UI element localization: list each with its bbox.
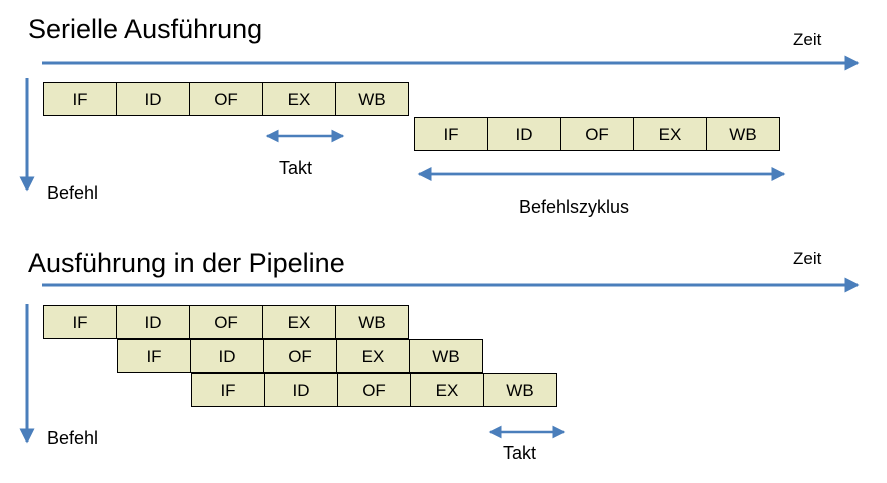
pipeline-clock-span-arrow	[488, 425, 566, 439]
stage-box: WB	[483, 373, 557, 407]
serial-instruction-axis-label: Befehl	[47, 183, 99, 203]
stage-box: EX	[262, 305, 336, 339]
stage-box: IF	[117, 339, 191, 373]
serial-section-title: Serielle Ausführung	[28, 14, 263, 44]
pipeline-instruction-row-3: IF ID OF EX WB	[191, 373, 557, 407]
serial-instruction-axis-arrow	[19, 78, 35, 192]
pipeline-instruction-row-1: IF ID OF EX WB	[43, 305, 409, 339]
stage-box: OF	[337, 373, 411, 407]
serial-clock-label: Takt	[279, 158, 313, 178]
stage-box: IF	[43, 82, 117, 116]
stage-box: ID	[487, 117, 561, 151]
stage-box: OF	[560, 117, 634, 151]
stage-box: ID	[264, 373, 338, 407]
pipeline-clock-label: Takt	[503, 443, 537, 463]
stage-box: IF	[191, 373, 265, 407]
serial-time-axis-arrow	[42, 55, 860, 71]
pipeline-section-title: Ausführung in der Pipeline	[28, 248, 345, 278]
serial-execution-section: Serielle Ausführung Zeit Befehl IF	[0, 0, 887, 240]
stage-box: EX	[336, 339, 410, 373]
serial-clock-span-arrow	[265, 129, 345, 143]
stage-box: WB	[335, 82, 409, 116]
stage-box: OF	[263, 339, 337, 373]
stage-box: IF	[43, 305, 117, 339]
stage-box: IF	[414, 117, 488, 151]
pipeline-time-axis-arrow	[42, 277, 860, 293]
pipeline-instruction-axis-label: Befehl	[47, 428, 99, 448]
stage-box: WB	[409, 339, 483, 373]
serial-instruction-cycle-arrow	[417, 167, 786, 181]
stage-box: ID	[116, 305, 190, 339]
serial-time-axis-label: Zeit	[793, 30, 822, 49]
stage-box: ID	[116, 82, 190, 116]
pipeline-instruction-axis-arrow	[19, 304, 35, 444]
stage-box: OF	[189, 305, 263, 339]
pipeline-time-axis-label: Zeit	[793, 249, 822, 268]
serial-cycle-label: Befehlszyklus	[519, 197, 630, 217]
stage-box: ID	[190, 339, 264, 373]
stage-box: EX	[410, 373, 484, 407]
serial-instruction-row-1: IF ID OF EX WB	[43, 82, 409, 116]
stage-box: EX	[633, 117, 707, 151]
stage-box: OF	[189, 82, 263, 116]
pipeline-instruction-row-2: IF ID OF EX WB	[117, 339, 483, 373]
stage-box: EX	[262, 82, 336, 116]
serial-instruction-row-2: IF ID OF EX WB	[414, 117, 780, 151]
stage-box: WB	[335, 305, 409, 339]
stage-box: WB	[706, 117, 780, 151]
pipeline-execution-section: Ausführung in der Pipeline Zeit Befehl I…	[0, 240, 887, 483]
